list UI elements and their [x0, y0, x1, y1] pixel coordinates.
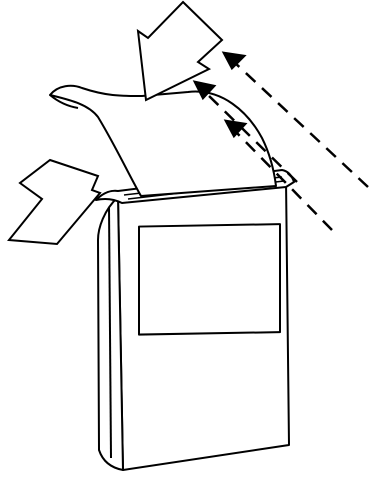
- book: [96, 170, 294, 470]
- big-arrow-left: [9, 160, 100, 244]
- cover-panel: [139, 224, 280, 334]
- dashed-arrow-head-3: [224, 53, 244, 68]
